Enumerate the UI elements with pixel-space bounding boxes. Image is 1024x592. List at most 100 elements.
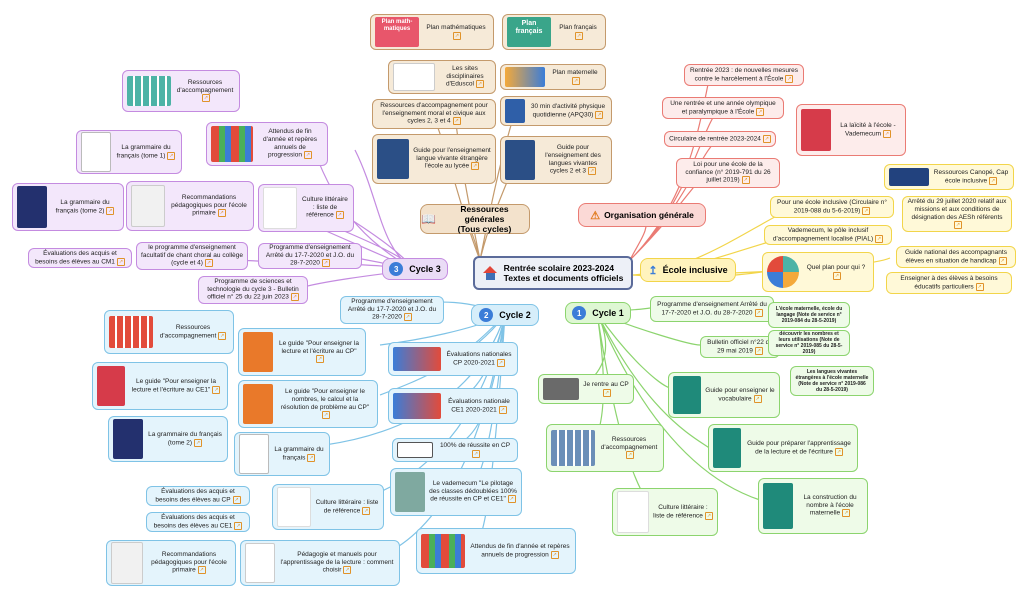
c1-guide-lecture[interactable]: Guide pour préparer l'apprentissage de l… [708,424,858,472]
c2-attendus[interactable]: Attendus de fin d'année et repères annue… [416,528,576,574]
link-icon: ↗ [167,151,176,160]
c2-ressources[interactable]: Ressources d'accompagnement↗ [104,310,234,354]
ei-aesh-label: Arrêté du 29 juillet 2020 relatif aux mi… [907,198,1007,221]
og-olympique[interactable]: Une rentrée et une année olympique et pa… [662,97,784,119]
c3-grammaire-tome2[interactable]: La grammaire du français (tome 2)↗ [12,183,124,231]
c2-culture-thumb [277,487,311,527]
rg-plan-maths[interactable]: Plan math-matiques Plan mathématiques↗ [370,14,494,50]
c3-recommandations[interactable]: Recommandations pédagogiques pour l'écol… [126,181,254,231]
c1-programme[interactable]: Programme d'enseignement Arrêté du 17-7-… [650,296,774,322]
rg-plan-maternelle[interactable]: Plan maternelle↗ [500,64,606,90]
c1-construction-nombre[interactable]: La construction du nombre à l'école mate… [758,478,868,534]
cycle1-hub[interactable]: 1 Cycle 1 [565,302,631,324]
c3-grammaire-tome1[interactable]: La grammaire du français (tome 1)↗ [76,130,182,174]
rg-moral-civique[interactable]: Ressources d'accompagnement pour l'ensei… [372,99,496,129]
og-loi-confiance[interactable]: Loi pour une école de la confiance (n° 2… [676,158,780,188]
root-title-line1: Rentrée scolaire 2023-2024 [503,263,614,273]
lecture-thumb [713,428,741,468]
book-icon: 📖 [421,212,436,226]
rg-apq30[interactable]: 30 min d'activité physique quotidienne (… [500,96,612,126]
c2-programme[interactable]: Programme d'enseignement Arrêté du 17-7-… [340,296,444,324]
link-icon: ↗ [322,411,330,420]
c2-eval-cp[interactable]: Évaluations nationales CP 2020-2021↗ [388,342,518,376]
c3-recommandations-thumb [131,185,165,227]
c3-attendus[interactable]: Attendus de fin d'année et repères annue… [206,122,328,166]
c1-ressources[interactable]: Ressources d'accompagnement↗ [546,424,664,472]
c2-nombres-label: Le guide "Pour enseigner le nombres, le … [280,388,370,411]
link-icon: ↗ [754,308,763,317]
og-laicite[interactable]: La laïcité à l'école - Vademecum↗ [796,104,906,156]
c3-chant-choral[interactable]: le programme d'enseignement facultatif d… [136,242,248,270]
link-icon: ↗ [762,134,771,143]
ei-pial[interactable]: Vademecum, le pôle inclusif d'accompagne… [764,225,892,245]
c2-grammaire[interactable]: La grammaire du français↗ [234,432,330,476]
link-icon: ↗ [321,259,330,268]
c2-pedagogie-manuels[interactable]: Pédagogie et manuels pour l'apprentissag… [240,540,400,586]
organisation-generale-hub[interactable]: ⚠ Organisation générale [578,203,706,227]
ressources-line2: (Tous cycles) [457,224,512,234]
link-icon: ↗ [217,209,226,218]
c2-ressources-thumb [109,316,153,348]
c2-guide-ce1[interactable]: Le guide "Pour enseigner la lecture et l… [92,362,228,410]
c3-evaluations-cm1[interactable]: Évaluations des acquis et besoins des él… [28,248,132,268]
cycle2-hub[interactable]: 2 Cycle 2 [471,304,539,326]
c3-ressources[interactable]: Ressources d'accompagnement↗ [122,70,240,112]
cycle2-label: Cycle 2 [499,310,531,320]
rg-plan-francais[interactable]: Plan français Plan français↗ [502,14,606,50]
ei-circulaire[interactable]: Pour une école inclusive (Circulaire n° … [770,196,894,218]
og-harcelement[interactable]: Rentrée 2023 : de nouvelles mesures cont… [684,64,804,86]
ei-canope[interactable]: Ressources Canopé, Cap école inclusive↗ [884,164,1014,190]
root-node[interactable]: Rentrée scolaire 2023-2024 Textes et doc… [473,256,633,290]
c2-culture-litteraire[interactable]: Culture littéraire : liste de référence↗ [272,484,384,530]
c3-culture-litteraire[interactable]: Culture littéraire : liste de référence↗ [258,184,354,232]
link-icon: ↗ [202,94,210,103]
c3-culture-thumb [263,187,297,229]
c1-prog-label: Programme d'enseignement Arrêté du 17-7-… [657,301,767,317]
rg-lv-lycee[interactable]: Guide pour l'enseignement langue vivante… [372,134,496,184]
c2-eval-ce1[interactable]: Évaluations nationale CE1 2020-2021↗ [388,388,518,424]
ei-quel-plan[interactable]: Quel plan pour qui ?↗ [762,252,874,292]
c1-culture-litteraire[interactable]: Culture littéraire : liste de référence↗ [612,488,718,536]
c1-ecole-langage[interactable]: L'école maternelle, école du langage (No… [768,302,850,328]
c1-nombres-util-label: découvrir les nombres et leurs utilisati… [775,331,843,355]
link-icon: ↗ [572,76,580,85]
rg-lycee-label: Guide pour l'enseignement langue vivante… [413,147,491,171]
link-icon: ↗ [741,176,750,185]
c2-vademecum[interactable]: Le vademecum "Le pilotage des classes dé… [390,468,522,516]
c2-100-reussite[interactable]: 100% de réussite en CP↗ [392,438,518,462]
c2-guide-nombres[interactable]: Le guide "Pour enseigner le nombres, le … [238,380,378,428]
link-icon: ↗ [194,438,203,447]
c1-constr-label: La construction du nombre à l'école mate… [803,494,857,518]
og-circulaire[interactable]: Circulaire de rentrée 2023-2024↗ [664,131,776,147]
c2-grammaire-tome2[interactable]: La grammaire du français (tome 2)↗ [108,416,228,462]
c3-sciences[interactable]: Programme de sciences et technologie du … [198,276,308,304]
og-circ-label: Circulaire de rentrée 2023-2024 [669,135,761,143]
inclusive-label: École inclusive [662,265,728,275]
c2-guide-cp[interactable]: Le guide "Pour enseigner la lecture et l… [238,328,366,376]
c1-nombres-utilisations[interactable]: découvrir les nombres et leurs utilisati… [768,330,850,356]
c2-gramm2-label: La grammaire du français (tome 2) [148,431,222,447]
c2-eval-acquis-cp[interactable]: Évaluations des acquis et besoins des él… [146,486,250,506]
c1-je-rentre-cp[interactable]: Je rentre au CP↗ [538,374,634,404]
quel-plan-thumb [767,256,799,288]
c3-programme[interactable]: Programme d'enseignement Arrêté du 17-7-… [258,243,362,269]
c3-attendus-label: Attendus de fin d'année et repères annue… [262,128,317,159]
ecole-inclusive-hub[interactable]: ↥ École inclusive [640,258,736,282]
ei-besoins-particuliers[interactable]: Enseigner à des élèves à besoins éducati… [886,272,1012,294]
c3-grammaire2-thumb [17,186,47,228]
c1-guide-vocabulaire[interactable]: Guide pour enseigner le vocabulaire↗ [668,372,780,418]
rg-sites-disciplinaires[interactable]: Les sites disciplinaires d'Eduscol↗ [388,60,496,94]
c2-ress-label: Ressources d'accompagnement [159,324,217,340]
rg-lv-cycles[interactable]: Guide pour l'enseignement des langues vi… [500,136,612,184]
ei-aesh[interactable]: Arrêté du 29 juillet 2020 relatif aux mi… [902,196,1012,232]
c3-sciences-label: Programme de sciences et technologie du … [207,278,299,302]
ei-guide-national[interactable]: Guide national des accompagnants élèves … [896,246,1016,268]
cycle3-hub[interactable]: 3 Cycle 3 [382,258,448,280]
c3-prog-label: Programme d'enseignement Arrêté du 17-7-… [265,244,355,268]
c2-recommandations[interactable]: Recommandations pédagogiques pour l'écol… [106,540,236,586]
c2-eval-acquis-ce1[interactable]: Évaluations des acquis et besoins des él… [146,512,250,532]
ressources-generales-hub[interactable]: 📖 Ressources générales(Tous cycles) [420,204,530,234]
c3-grammaire2-label: La grammaire du français (tome 2) [55,199,110,215]
c1-langues-vivantes[interactable]: Les langues vivantes étrangères à l'écol… [790,366,874,396]
c1-ress-label: Ressources d'accompagnement [600,436,658,451]
